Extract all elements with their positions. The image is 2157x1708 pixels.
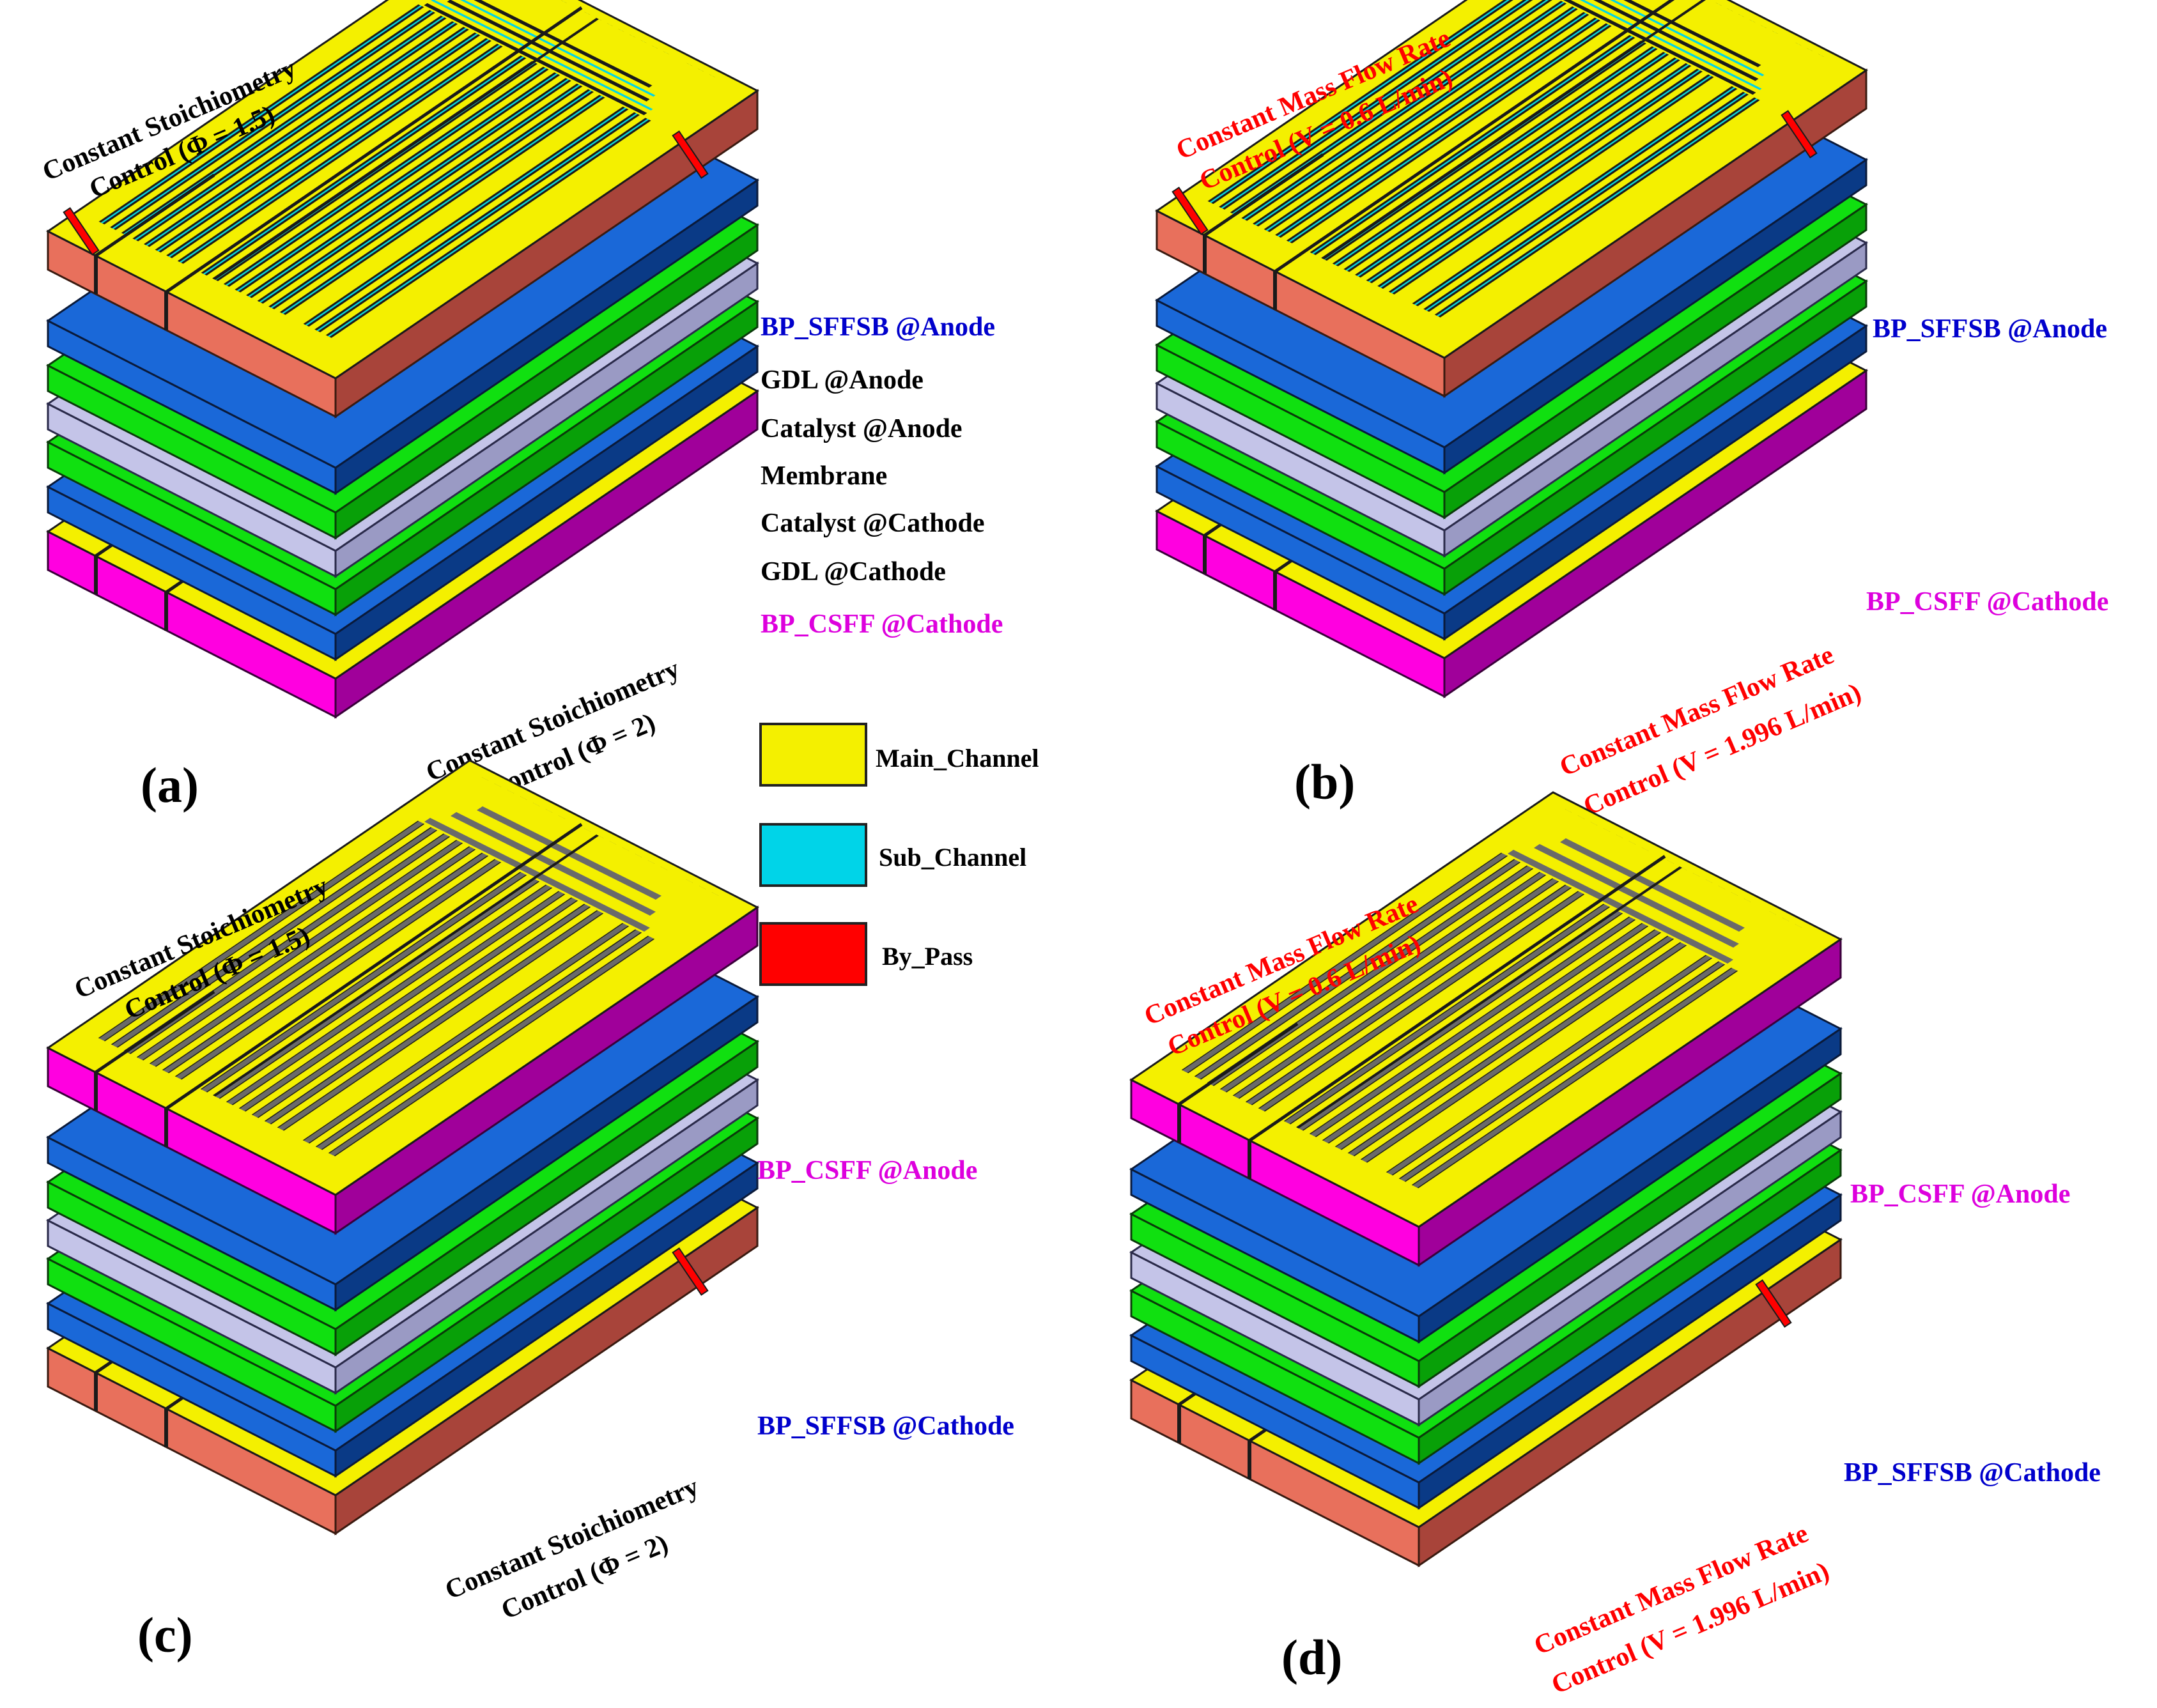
legend-item-sub-channel: Sub_Channel [759,823,1026,887]
panel-c-label-bp-sffsb-cathode: BP_SFFSB @Cathode [757,1412,1014,1441]
legend-label-main-channel: Main_Channel [876,744,1039,773]
panel-a-label-membrane: Membrane [761,461,887,491]
panel-a: Constant Stoichiometry Control (Φ = 1.5)… [38,0,1003,813]
legend-swatch-main-channel [759,723,867,787]
panel-a-label: (a) [141,757,199,813]
stack-c [48,760,757,1534]
panel-c-label-bp-csff-anode: BP_CSFF @Anode [757,1156,977,1185]
panel-b-label-bp-csff-cathode: BP_CSFF @Cathode [1866,587,2108,617]
legend-swatch-sub-channel [759,823,867,887]
legend-item-main-channel: Main_Channel [759,723,1039,787]
legend-swatch-by-pass [759,922,867,986]
panel-a-label-bp-csff-cathode: BP_CSFF @Cathode [761,610,1003,639]
stack-a [48,0,757,717]
panel-b-label-bp-sffsb-anode: BP_SFFSB @Anode [1873,314,2107,344]
panel-c: Constant Stoichiometry Control (Φ = 1.5)… [48,760,1014,1663]
panel-c-label: (c) [137,1607,193,1663]
panel-d-label-bp-sffsb-cathode: BP_SFFSB @Cathode [1844,1458,2101,1488]
legend-label-sub-channel: Sub_Channel [879,843,1026,872]
panel-b: Constant Mass Flow Rate Control (V = 0.6… [1157,0,2108,821]
panel-d: Constant Mass Flow Rate Control (V = 0.6… [1131,792,2101,1700]
panel-b-label: (b) [1294,754,1355,810]
panel-a-label-catalyst-anode: Catalyst @Anode [761,414,963,443]
legend-item-by-pass: By_Pass [759,922,973,986]
panel-a-label-catalyst-cathode: Catalyst @Cathode [761,509,985,538]
panel-a-label-gdl-cathode: GDL @Cathode [761,557,946,587]
legend-label-by-pass: By_Pass [882,942,973,971]
panel-d-label: (d) [1281,1629,1342,1685]
panel-a-label-bp-sffsb-anode: BP_SFFSB @Anode [761,312,995,342]
stack-d [1131,792,1841,1566]
panel-a-label-gdl-anode: GDL @Anode [761,365,924,395]
panel-d-label-bp-csff-anode: BP_CSFF @Anode [1850,1180,2070,1209]
legend: Main_Channel Sub_Channel By_Pass [759,723,1039,986]
